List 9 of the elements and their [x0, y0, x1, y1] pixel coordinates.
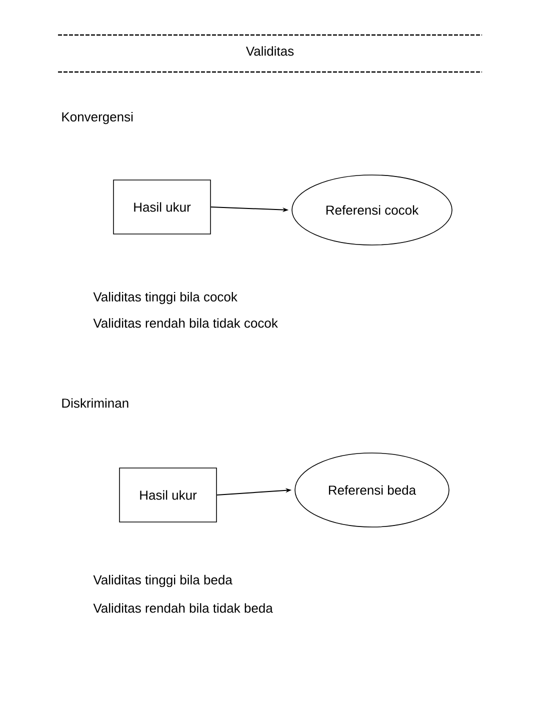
process-box: Hasil ukur [113, 180, 211, 234]
note-text: Validitas tinggi bila beda [93, 574, 232, 588]
note-text: Validitas rendah bila tidak cocok [93, 318, 278, 328]
note-text: Validitas rendah bila tidak beda [93, 603, 273, 613]
process-box: Hasil ukur [119, 468, 217, 522]
section-heading: Diskriminan [62, 398, 128, 408]
note-text: Validitas tinggi bila cocok [93, 292, 238, 304]
section-heading: Konvergensi [62, 112, 133, 124]
title: Validitas [246, 46, 294, 56]
